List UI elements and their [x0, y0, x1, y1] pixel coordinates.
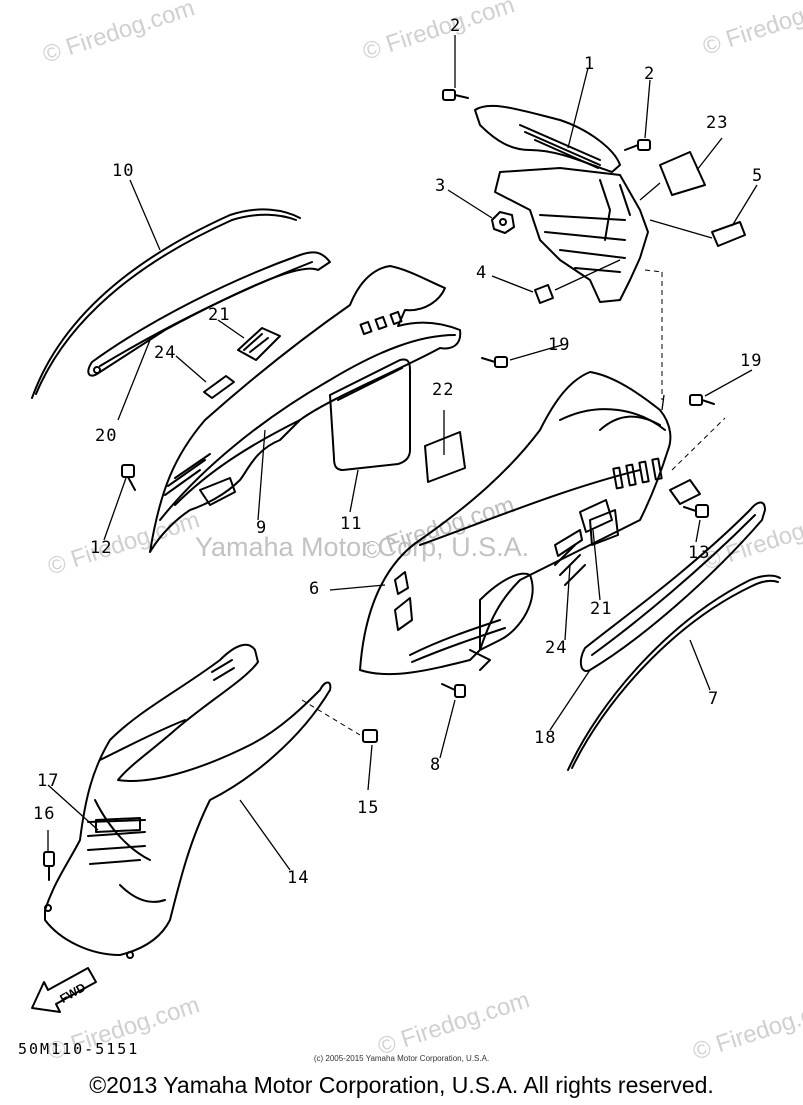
- callout-18: 18: [534, 728, 557, 748]
- part-11-pad: [329, 358, 411, 471]
- drawing-code: 50M110-5151: [18, 1040, 140, 1058]
- callout-23: 23: [706, 113, 729, 133]
- fastener-19a-bolt-icon: [481, 356, 508, 368]
- part-1-upper-bracket: [474, 104, 649, 303]
- small-copyright: (c) 2005-2015 Yamaha Motor Corporation, …: [313, 1054, 490, 1063]
- callout-2: 2: [644, 64, 656, 84]
- part-9-left-side-cover: [149, 265, 462, 553]
- fastener-19b-bolt-icon: [689, 394, 715, 406]
- callout-4: 4: [476, 263, 488, 283]
- part-23-label: [659, 151, 706, 196]
- part-5-label: [711, 221, 746, 247]
- fastener-13-bolt-icon: [683, 504, 709, 518]
- fastener-12-bolt-icon: [121, 464, 136, 491]
- fastener-8-bolt-icon: [441, 683, 466, 698]
- copyright-notice: ©2013 Yamaha Motor Corporation, U.S.A. A…: [89, 1072, 714, 1098]
- callout-13: 13: [688, 543, 711, 563]
- part-20-molding: [87, 251, 331, 377]
- callout-19: 19: [740, 351, 763, 371]
- part-10-side-trim: [31, 208, 301, 399]
- alignment-lines: [301, 269, 726, 736]
- callout-24: 24: [154, 343, 177, 363]
- callout-14: 14: [287, 868, 310, 888]
- fastener-16-bolt-icon: [43, 851, 55, 881]
- callout-19: 19: [548, 335, 571, 355]
- callout-8: 8: [430, 755, 442, 775]
- part-7-side-trim: [567, 574, 781, 771]
- part-14-lower-cowl: [44, 643, 332, 959]
- callout-10: 10: [112, 161, 135, 181]
- fastener-2b-bolt-icon: [624, 139, 651, 151]
- callout-3: 3: [435, 176, 447, 196]
- callout-16: 16: [33, 804, 56, 824]
- fwd-arrow-icon: [31, 967, 97, 1013]
- leader-lines: [47, 35, 758, 871]
- fastener-4-clip-icon: [534, 284, 554, 304]
- callout-22: 22: [432, 380, 455, 400]
- callout-20: 20: [95, 426, 118, 446]
- center-watermark: Yamaha Motor Corp, U.S.A.: [195, 532, 530, 562]
- fastener-15-bolt-icon: [362, 729, 378, 743]
- callout-7: 7: [708, 689, 720, 709]
- part-21-left-label: [237, 327, 281, 361]
- callout-5: 5: [752, 166, 764, 186]
- callout-9: 9: [256, 518, 268, 538]
- part-21-right-label: [579, 499, 613, 533]
- callout-6: 6: [309, 579, 321, 599]
- callout-24: 24: [545, 638, 568, 658]
- fastener-2a-bolt-icon: [442, 89, 469, 101]
- callout-12: 12: [90, 538, 113, 558]
- callout-21: 21: [590, 599, 613, 619]
- callout-2: 2: [450, 16, 462, 36]
- callout-15: 15: [357, 798, 380, 818]
- fastener-3-nut-icon: [491, 211, 515, 234]
- part-24-right-grille: [554, 529, 583, 557]
- part-22-label: [424, 431, 466, 483]
- callout-11: 11: [340, 514, 363, 534]
- part-24-left-label: [203, 375, 235, 399]
- callout-1: 1: [584, 54, 596, 74]
- part-6-right-side-cover: [359, 371, 672, 676]
- callout-21: 21: [208, 305, 231, 325]
- callout-17: 17: [37, 771, 60, 791]
